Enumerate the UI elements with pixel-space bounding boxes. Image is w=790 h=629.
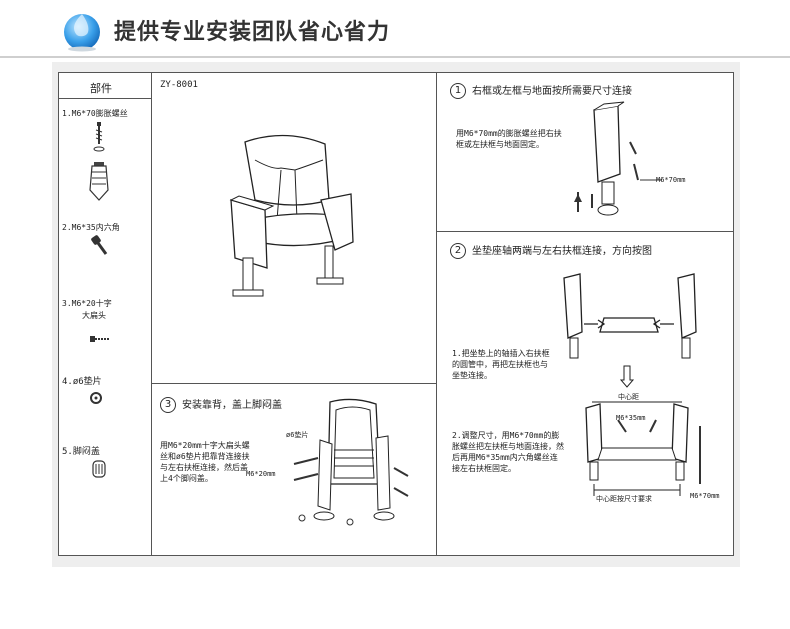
divider-parts: [151, 72, 152, 556]
step2-title: 2 坐垫座轴两端与左右扶框连接，方向按图: [450, 242, 652, 259]
step1-title-text: 右框或左框与地面按所需要尺寸连接: [472, 86, 632, 97]
divider-step3: [151, 383, 436, 384]
divider-middle: [436, 72, 437, 556]
water-drop-logo-icon: [64, 14, 100, 52]
step2-bottom-label: 中心距按尺寸要求: [596, 495, 652, 503]
part-label-4: 4.ø6垫片: [62, 377, 102, 387]
step2-floor-fixing-illustration: [585, 401, 701, 496]
expansion-screw-icon: [93, 122, 105, 152]
step3-number: 3: [160, 397, 176, 413]
step2-title-text: 坐垫座轴两端与左右扶框连接，方向按图: [472, 246, 652, 257]
page-title: 提供专业安装团队省心省力: [114, 20, 391, 45]
step2-seat-assembly-illustration: [563, 273, 697, 359]
step1-title: 1 右框或左框与地面按所需要尺寸连接: [450, 82, 632, 99]
phillips-bolt-icon: [90, 336, 109, 342]
step3-title-text: 安装靠背，盖上脚闷盖: [182, 400, 282, 411]
step3-backrest-illustration: [293, 398, 409, 526]
part-label-2: 2.M6*35内六角: [62, 223, 120, 232]
step2-bolt-label-1: M6*35mm: [616, 414, 646, 422]
divider-parts-head: [58, 98, 151, 99]
header-divider: [0, 56, 790, 58]
step3-washer-label: ø6垫片: [286, 431, 309, 439]
part-label-5: 5.脚闷盖: [62, 447, 100, 457]
part-label-3b: 大扁头: [82, 311, 106, 320]
step3-description: 用M6*20mm十字大扁头螺丝和ø6垫片把靠背连接扶与左右扶框连接，然后盖上4个…: [160, 441, 250, 483]
step2-description-2: 2.调整尺寸，用M6*70mm的膨胀螺丝把左扶框与地面连接，然后再用M6*35m…: [452, 431, 564, 473]
foot-cap-icon: [92, 460, 106, 478]
diagram-frame: [58, 72, 734, 556]
washer-icon: [90, 392, 102, 404]
hex-bolt-icon: [91, 235, 108, 255]
step3-bolt-label: M6*20mm: [246, 470, 276, 478]
page-header: 提供专业安装团队省心省力: [0, 0, 790, 62]
step2-center-distance-label: 中心距: [618, 393, 639, 401]
expansion-anchor-icon: [89, 162, 109, 201]
step1-number: 1: [450, 83, 466, 99]
step2-bolt-label-2: M6*70mm: [690, 492, 720, 500]
part-label-1: 1.M6*70膨胀螺丝: [62, 109, 128, 118]
step1-description: 用M6*70mm的膨胀螺丝把右扶框或左扶框与地面固定。: [456, 129, 562, 149]
step1-armrest-illustration: [574, 101, 662, 216]
step2-number: 2: [450, 243, 466, 259]
part-label-3: 3.M6*20十字: [62, 299, 112, 308]
down-arrow-icon: [619, 365, 635, 388]
divider-step2: [436, 231, 734, 232]
model-code: ZY-8001: [160, 80, 198, 90]
step1-bolt-label: M6*70mm: [656, 176, 686, 184]
step2-description-1: 1.把坐垫上的轴插入右扶框的圆管中，再把左扶框也与坐垫连接。: [452, 349, 550, 380]
auditorium-chair-illustration: [229, 134, 354, 297]
parts-heading: 部件: [90, 82, 112, 95]
step3-title: 3 安装靠背，盖上脚闷盖: [160, 396, 282, 413]
